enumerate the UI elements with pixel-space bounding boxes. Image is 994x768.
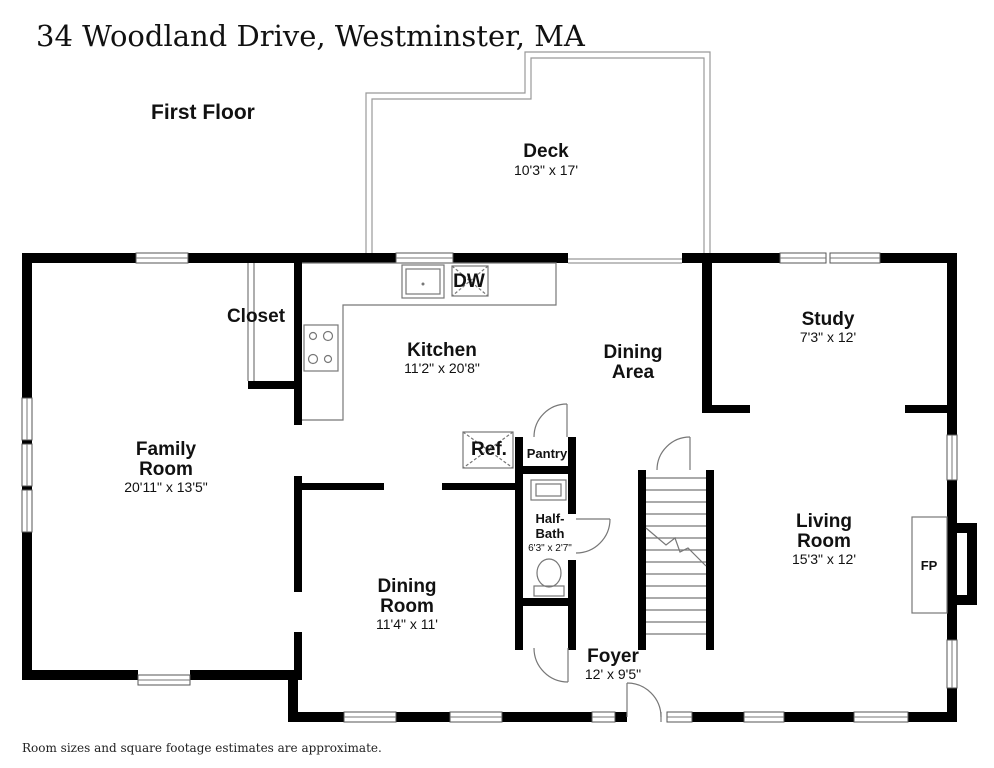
dishwasher-label: DW (453, 271, 485, 292)
closet-shelf (247, 263, 255, 381)
bath-door (575, 518, 611, 554)
window (779, 252, 827, 264)
window (343, 711, 397, 723)
toilet-icon (533, 558, 565, 597)
stove-icon (303, 324, 339, 372)
kitchen-counter (302, 262, 557, 421)
family-room-label: Room (139, 459, 193, 480)
study-label: Study (802, 309, 855, 330)
sink-icon (401, 264, 445, 299)
deck-label: Deck (523, 141, 569, 162)
foyer-dims: 12' x 9'5" (585, 666, 641, 682)
window (743, 711, 785, 723)
window (946, 434, 958, 481)
staircase (645, 477, 707, 635)
window (21, 489, 33, 533)
foyer-label: Foyer (587, 646, 639, 667)
deck-outline (365, 51, 711, 264)
window (666, 711, 693, 723)
window-group (21, 252, 958, 723)
kitchen-label: Kitchen (407, 340, 477, 361)
kitchen-dims: 11'2" x 20'8" (404, 360, 480, 376)
dining-area-label: Area (612, 362, 655, 383)
window (21, 443, 33, 487)
fireplace (911, 516, 948, 614)
window (395, 252, 454, 264)
window (829, 252, 881, 264)
window (137, 674, 191, 686)
bath-sink-icon (530, 479, 567, 501)
window (853, 711, 909, 723)
closet-label: Closet (227, 306, 286, 327)
closet-door (533, 647, 569, 683)
floor-label: First Floor (151, 101, 255, 124)
dishwasher-icon (451, 265, 489, 297)
study-dims: 7'3" x 12' (800, 329, 856, 345)
half-bath-dims: 6'3" x 2'7" (528, 543, 572, 554)
interior-walls (248, 253, 950, 680)
living-room-label: Living (796, 511, 852, 532)
front-door (626, 682, 662, 722)
dining-room-label: Dining (377, 576, 436, 597)
window (591, 711, 616, 723)
window (135, 252, 189, 264)
exterior-walls (22, 253, 977, 722)
address-title: 34 Woodland Drive, Westminster, MA (36, 19, 586, 53)
window (946, 639, 958, 689)
stair-door (656, 436, 691, 471)
living-room-dims: 15'3" x 12' (792, 551, 856, 567)
dining-area-label: Dining (603, 342, 662, 363)
fireplace-label: FP (921, 558, 938, 573)
dining-room-dims: 11'4" x 11' (376, 616, 438, 632)
refrigerator-label: Ref. (471, 439, 507, 460)
half-bath-label: Bath (536, 526, 565, 541)
refrigerator-icon (462, 431, 514, 469)
disclaimer: Room sizes and square footage estimates … (22, 741, 382, 755)
window (21, 397, 33, 441)
living-room-label: Room (797, 531, 851, 552)
family-room-dims: 20'11" x 13'5" (124, 479, 208, 495)
pantry-door (533, 403, 568, 438)
window (449, 711, 503, 723)
pantry-label: Pantry (527, 446, 568, 461)
dining-room-label: Room (380, 596, 434, 617)
deck-dims: 10'3" x 17' (514, 162, 578, 178)
half-bath-label: Half- (536, 511, 565, 526)
family-room-label: Family (136, 439, 197, 460)
